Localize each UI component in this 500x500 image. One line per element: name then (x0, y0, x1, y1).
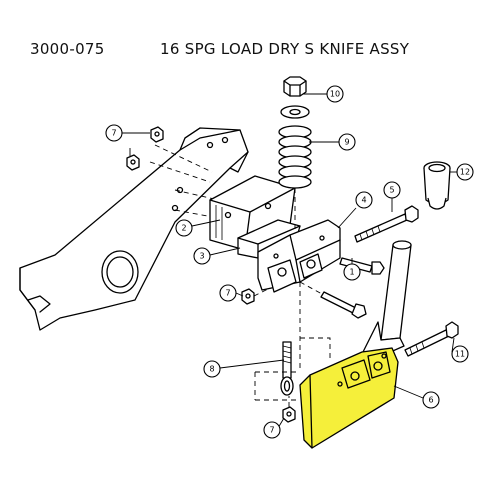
callout-7-top: 7 (105, 124, 123, 142)
svg-text:10: 10 (330, 90, 340, 99)
bolt-part-5 (354, 205, 419, 243)
callout-6: 6 (422, 391, 440, 409)
mount-bolt (299, 281, 367, 319)
lock-nut-part-7 (150, 126, 164, 143)
svg-text:4: 4 (361, 196, 366, 205)
svg-text:9: 9 (344, 138, 349, 147)
hinge-bracket-part-4 (257, 219, 341, 293)
svg-text:3: 3 (199, 252, 204, 261)
callout-11: 11 (451, 345, 469, 363)
assembly-title: 16 SPG LOAD DRY S KNIFE ASSY (160, 40, 410, 58)
callout-12: 12 (456, 163, 474, 181)
lock-nut-part-7-b (126, 154, 140, 171)
callout-4: 4 (355, 191, 373, 209)
svg-text:5: 5 (389, 186, 394, 195)
svg-text:12: 12 (460, 168, 470, 177)
callout-9: 9 (338, 133, 356, 151)
svg-text:7: 7 (111, 129, 116, 138)
callout-7-mid: 7 (219, 284, 237, 302)
svg-text:1: 1 (349, 268, 354, 277)
svg-text:8: 8 (209, 365, 214, 374)
callout-2: 2 (175, 219, 193, 237)
bushing-part-12 (423, 161, 451, 210)
callout-5: 5 (383, 181, 401, 199)
callout-3: 3 (193, 247, 211, 265)
part-number: 3000-075 (30, 40, 105, 58)
lock-nut-part-7-c (241, 287, 271, 305)
knife-blade-part-6 (299, 347, 399, 449)
callout-1: 1 (343, 263, 361, 281)
bolt-part-11 (404, 321, 459, 357)
svg-text:7: 7 (269, 426, 274, 435)
eye-bolt-part-8 (254, 337, 331, 401)
compression-spring-part-9 (278, 125, 312, 230)
svg-text:2: 2 (181, 224, 186, 233)
callout-7-bottom: 7 (263, 421, 281, 439)
top-nut-part-10 (280, 76, 310, 119)
svg-text:6: 6 (428, 396, 433, 405)
svg-text:7: 7 (225, 289, 230, 298)
main-arm (19, 127, 249, 331)
svg-text:11: 11 (455, 350, 465, 359)
callout-10: 10 (326, 85, 344, 103)
callout-8: 8 (203, 360, 221, 378)
lock-nut-part-7-d (282, 396, 296, 423)
